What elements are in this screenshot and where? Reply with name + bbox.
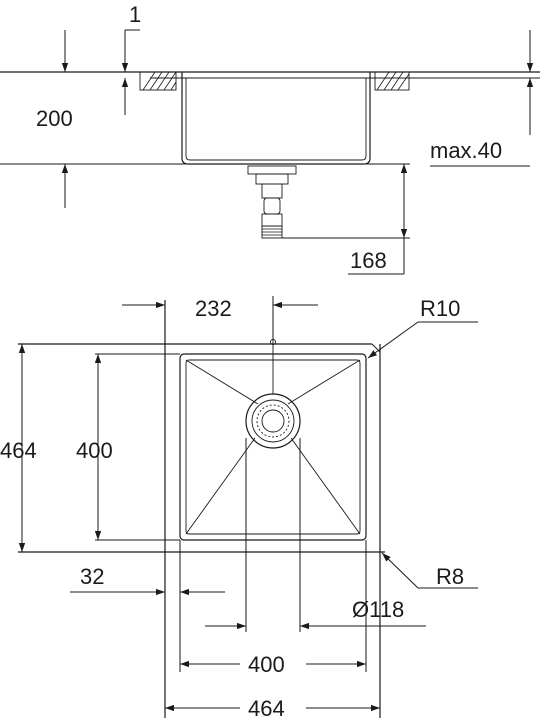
max-height-label: max.40 [430,138,502,163]
offset-label: 32 [80,564,104,589]
side-view: 1 200 max.40 168 [0,2,540,275]
countertop-hatch-right [374,71,410,91]
drain-height-label: 168 [350,248,387,273]
r10-leader [367,321,419,359]
drain-diameter-label: Ø118 [352,597,404,622]
bowl-diagonals [185,359,361,535]
sink-bowl-outer [181,72,371,165]
thickness-label: 1 [129,2,141,27]
outer-height-label: 464 [0,438,37,463]
sink-bowl-inner [185,78,367,161]
inner-width-label: 400 [248,652,285,677]
outer-width-label: 464 [248,696,285,720]
drain-top [245,393,301,449]
inner-width-top-label: 232 [195,296,232,321]
drain-assembly [247,165,297,239]
corner-radius-outer-label: R8 [436,564,464,589]
countertop-hatch-left [139,71,177,91]
corner-radius-inner-label: R10 [420,296,460,321]
top-view: 232 R10 464 400 32 R8 Ø118 [0,296,478,720]
inner-height-label: 400 [76,438,113,463]
depth-label: 200 [36,106,73,131]
r8-leader [381,552,419,589]
